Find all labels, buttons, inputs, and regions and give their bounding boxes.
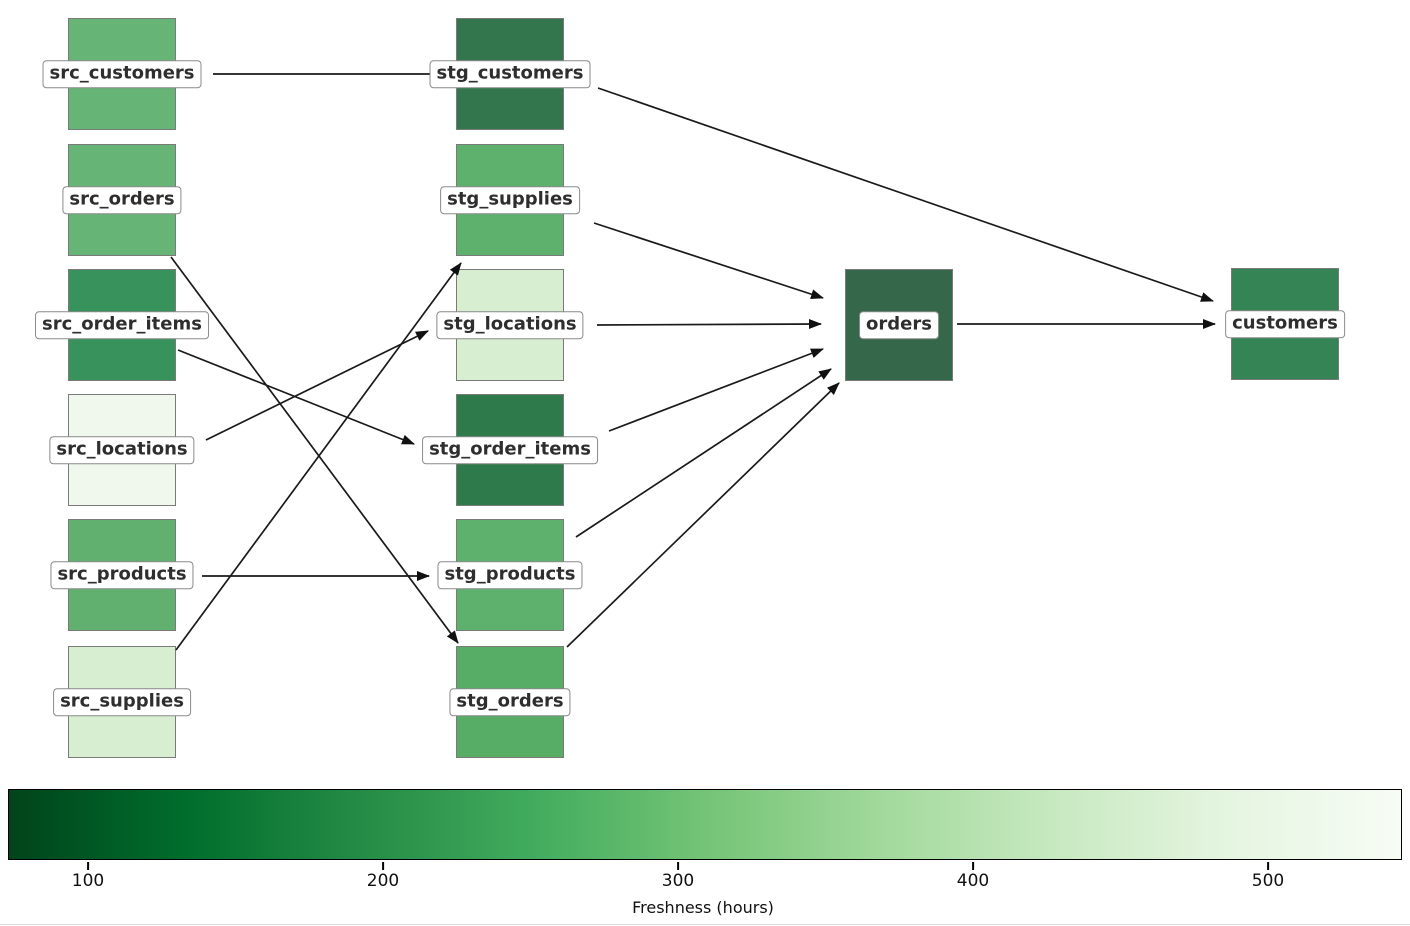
node-stg_orders-label: stg_orders <box>449 688 571 716</box>
node-customers-label: customers <box>1225 310 1345 338</box>
edge-stg_supplies-to-orders <box>593 222 824 300</box>
figure-bottom-rule <box>0 924 1410 925</box>
node-stg_order_items-label: stg_order_items <box>422 436 598 464</box>
colorbar-tick-200 <box>382 862 384 870</box>
colorbar-tick-label-200: 200 <box>366 871 400 891</box>
node-src_orders-label: src_orders <box>62 186 182 214</box>
edge-src_supplies-to-stg_supplies <box>175 262 462 651</box>
node-src_supplies-label: src_supplies <box>53 688 191 716</box>
colorbar-tick-label-500: 500 <box>1251 871 1285 891</box>
node-src_order_items-label: src_order_items <box>35 311 209 339</box>
colorbar-axis-label: Freshness (hours) <box>632 898 774 917</box>
colorbar-tick-500 <box>1267 862 1269 870</box>
colorbar-gradient <box>8 789 1402 860</box>
node-src_products-label: src_products <box>50 561 194 589</box>
node-orders-label: orders <box>859 311 939 339</box>
node-src_locations-label: src_locations <box>49 436 195 464</box>
node-stg_products-label: stg_products <box>437 561 583 589</box>
colorbar-tick-label-300: 300 <box>661 871 695 891</box>
edge-stg_customers-to-customers <box>597 87 1214 302</box>
colorbar-tick-label-100: 100 <box>71 871 105 891</box>
edge-stg_orders-to-orders <box>566 382 840 648</box>
edge-src_orders-to-stg_orders <box>170 256 459 644</box>
node-stg_locations-label: stg_locations <box>436 311 584 339</box>
colorbar-tick-400 <box>972 862 974 870</box>
colorbar-tick-100 <box>87 862 89 870</box>
node-stg_customers-label: stg_customers <box>429 60 591 88</box>
edge-src_locations-to-stg_locations <box>205 330 429 441</box>
edge-stg_products-to-orders <box>575 368 832 538</box>
edge-stg_locations-to-orders <box>596 319 822 330</box>
node-src_customers-label: src_customers <box>42 60 202 88</box>
edge-src_order_items-to-stg_order_items <box>177 349 415 445</box>
colorbar-tick-label-400: 400 <box>956 871 990 891</box>
node-stg_supplies-label: stg_supplies <box>440 186 580 214</box>
edge-stg_order_items-to-orders <box>608 348 824 432</box>
colorbar-tick-300 <box>677 862 679 870</box>
